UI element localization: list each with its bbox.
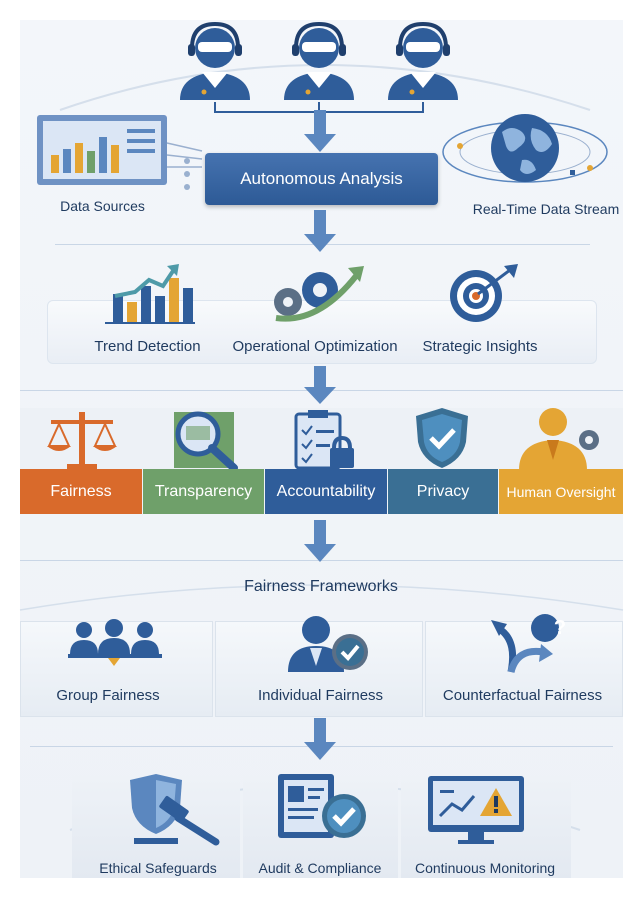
scales-icon — [47, 412, 117, 470]
pillar-label: Fairness — [50, 482, 112, 500]
arrow-down — [304, 210, 336, 252]
framework-cell-counterfactual — [425, 621, 623, 717]
operator-headset-icon — [180, 21, 250, 100]
group-balance-icon — [68, 619, 162, 666]
audit-compliance-label: Audit & Compliance — [258, 860, 382, 876]
arrow-down — [304, 718, 336, 760]
pillar-fairness: Fairness — [20, 469, 142, 514]
pillar-privacy: Privacy — [388, 469, 498, 514]
globe-icon — [442, 114, 608, 183]
ethical-safeguards-label: Ethical Safeguards — [99, 860, 217, 876]
monitor-warning-icon — [428, 776, 524, 844]
gears-arrow-icon — [274, 266, 364, 322]
arrow-down — [304, 110, 336, 152]
group-fairness-label: Group Fairness — [56, 687, 160, 704]
pillar-label: Privacy — [416, 482, 470, 500]
magnifier-icon — [174, 411, 238, 472]
autonomous-analysis-box: Autonomous Analysis — [205, 153, 438, 205]
clipboard-lock-icon — [294, 410, 354, 470]
arrow-down — [304, 366, 336, 404]
pillar-accountability: Accountability — [265, 469, 387, 514]
shield-gavel-icon — [130, 774, 220, 846]
strategic-insights-label: Strategic Insights — [422, 338, 538, 355]
trend-detection-label: Trend Detection — [94, 338, 201, 355]
target-icon — [450, 264, 518, 322]
pillar-label: Human Oversight — [506, 483, 616, 500]
pillar-label: Transparency — [154, 482, 253, 500]
operators-group — [180, 21, 460, 113]
pillar-human-oversight: Human Oversight — [499, 469, 623, 514]
document-check-icon — [278, 774, 366, 838]
question-mark-icon: ? — [553, 617, 567, 639]
operator-headset-icon — [386, 22, 460, 102]
trend-chart-icon — [105, 264, 195, 324]
continuous-monitoring-label: Continuous Monitoring — [414, 860, 556, 876]
person-check-icon — [288, 616, 368, 672]
shield-check-icon — [416, 408, 468, 468]
divider — [20, 560, 623, 561]
fairness-frameworks-title: Fairness Frameworks — [244, 578, 398, 595]
counterfactual-fairness-label: Counterfactual Fairness — [442, 687, 603, 704]
dashboard-monitor-icon — [37, 115, 203, 185]
autonomous-analysis-label: Autonomous Analysis — [240, 169, 403, 188]
pillar-label: Accountability — [276, 482, 376, 500]
framework-cell-group — [20, 621, 213, 717]
connector-dots — [184, 158, 190, 190]
data-sources-label: Data Sources — [60, 198, 145, 214]
person-gear-icon — [519, 408, 599, 470]
question-arrows-icon — [491, 614, 559, 674]
operator-headset-icon — [282, 22, 356, 102]
pillar-transparency: Transparency — [143, 469, 264, 514]
arrow-down — [304, 520, 336, 562]
operational-optimization-label: Operational Optimization — [232, 338, 398, 355]
individual-fairness-label: Individual Fairness — [257, 687, 384, 704]
real-time-data-stream-label: Real-Time Data Stream — [472, 201, 620, 217]
